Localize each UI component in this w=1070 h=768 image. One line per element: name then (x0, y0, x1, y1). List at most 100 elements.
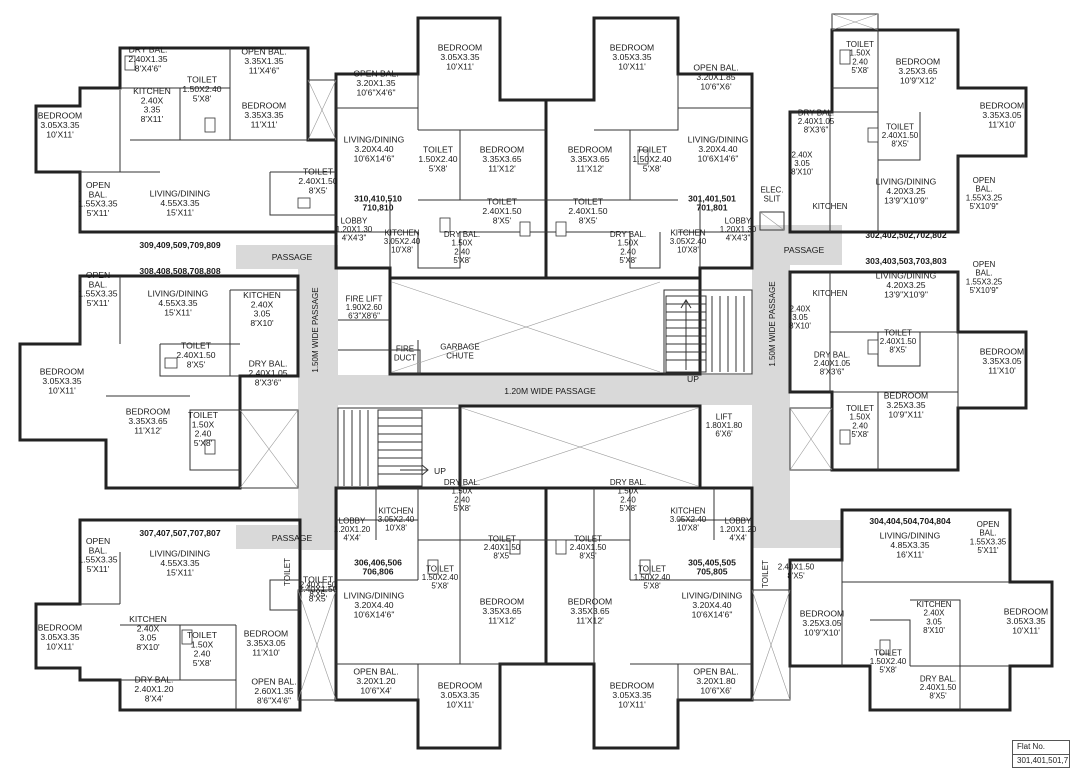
room-label: KITCHEN (812, 289, 847, 298)
stair-left (343, 409, 429, 487)
passage-label: PASSAGE (784, 245, 825, 255)
stair-right (665, 295, 745, 373)
flat-legend-header: Flat No. (1013, 741, 1069, 755)
flat-number: 308,408,508,708,808 (139, 266, 220, 276)
passage-label: PASSAGE (272, 252, 313, 262)
central-passage-label: 1.20M WIDE PASSAGE (504, 386, 596, 396)
room-label: TOILET (283, 558, 292, 586)
vertical-passage-label: 1.50M WIDE PASSAGE (768, 281, 777, 366)
shafts (239, 13, 879, 701)
flat-legend-value: 301,401,501,7 (1017, 756, 1069, 765)
staircases (343, 295, 745, 487)
flat-number-legend: Flat No. 301,401,501,7 (1012, 740, 1070, 768)
stair-up-label: UP (434, 466, 446, 476)
flat-number: 302,402,502,702,802 (865, 230, 946, 240)
room-label: TOILET (761, 560, 770, 588)
passage-label: PASSAGE (272, 533, 313, 543)
flat-number: 304,404,504,704,804 (869, 516, 950, 526)
